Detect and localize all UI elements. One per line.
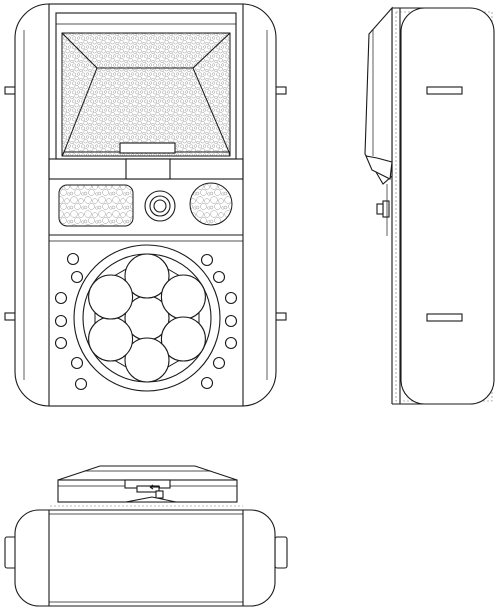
led-indicator [200, 253, 214, 267]
led-indicator [224, 314, 238, 328]
side-handle-bottom [426, 313, 463, 322]
driver-cone [88, 274, 134, 320]
right-handle-top [274, 86, 287, 95]
top-hood-profile [57, 465, 238, 481]
screen-notch [119, 142, 176, 154]
top-view [4, 465, 288, 607]
side-body [400, 7, 495, 405]
control-knob [153, 199, 167, 213]
right-handle-bottom [274, 312, 287, 321]
woofer-outer-ring [73, 244, 221, 392]
led-indicator [74, 377, 88, 391]
screen-hood-profile [364, 6, 393, 185]
driver-cluster [88, 253, 206, 383]
led-indicator [54, 336, 68, 350]
led-indicator [70, 356, 84, 370]
top-right-handle [274, 536, 288, 569]
left-handle-bottom [4, 312, 16, 321]
led-indicator [212, 356, 226, 370]
card-slot [125, 158, 171, 180]
top-knob [155, 490, 164, 499]
front-view [4, 3, 287, 407]
led-indicator [70, 270, 84, 284]
side-handle-top [426, 86, 463, 95]
left-handle-top [4, 86, 16, 95]
hood-lip [365, 155, 393, 180]
knob-profile [382, 200, 390, 218]
front-panel [48, 3, 244, 407]
driver-cone [160, 274, 206, 320]
driver-cone [160, 316, 206, 362]
control-knob-outer [144, 190, 176, 222]
top-body [14, 509, 276, 607]
led-indicator [224, 336, 238, 350]
driver-cone [88, 316, 134, 362]
right-speaker-grille [189, 182, 233, 226]
led-indicator [224, 291, 238, 305]
led-indicator [200, 376, 214, 390]
driver-cone [124, 253, 170, 299]
led-indicator [212, 270, 226, 284]
led-indicator [54, 314, 68, 328]
driver-cone [124, 337, 170, 383]
led-indicator [54, 291, 68, 305]
display-screen [61, 32, 231, 157]
left-speaker-grille [58, 184, 134, 227]
led-indicator [66, 252, 80, 266]
led-ring [54, 252, 238, 391]
side-view [364, 6, 495, 405]
